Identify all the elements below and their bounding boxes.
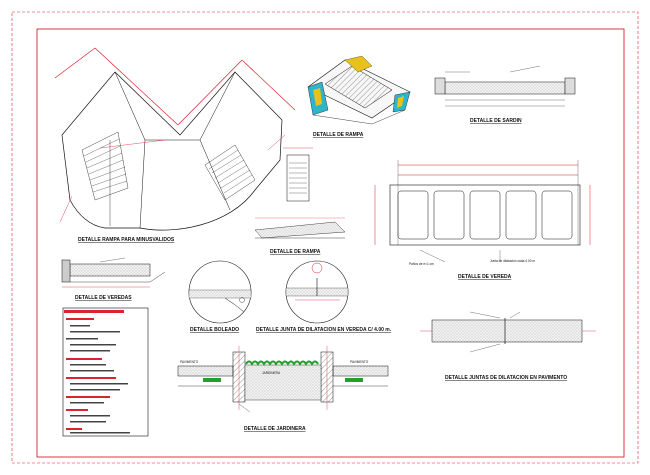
gutter-detail: [434, 65, 576, 107]
ramp-stairs-right: [204, 144, 256, 201]
title-sidewalk: DETALLE DE VEREDA: [458, 274, 512, 280]
outer-border: [11, 11, 639, 464]
bevel-detail: [188, 260, 252, 324]
planter-sub-label: JARDINERA: [262, 371, 281, 375]
title-ramp-plan: DETALLE RAMPA PARA MINUSVALIDOS: [78, 237, 175, 243]
notes-panel: [62, 307, 149, 437]
label-slabs: Paños de e=1 cm: [409, 262, 434, 266]
title-planter: DETALLE DE JARDINERA: [244, 426, 306, 432]
paved-edge-detail: [61, 257, 166, 288]
title-joint: DETALLE JUNTA DE DILATACION EN VEREDA C/…: [256, 327, 392, 333]
ramp-stairs-left: [81, 131, 129, 201]
title-paved-edge: DETALLE DE VEREDAS: [75, 295, 132, 301]
title-gutter: DETALLE DE SARDIN: [470, 118, 522, 124]
ramp-plan: [54, 47, 296, 231]
planter-left-label: PAVIMENTO: [180, 360, 199, 364]
joint-detail: [285, 260, 349, 324]
grass-strip: [245, 360, 319, 366]
title-ramp-3d: DETALLE DE RAMPA: [313, 132, 364, 138]
planter-right-label: PAVIMENTO: [350, 360, 369, 364]
sidewalk-elevation: [374, 160, 591, 263]
inner-border: [36, 28, 625, 458]
title-pavement-joint: DETALLE JUNTAS DE DILATACION EN PAVIMENT…: [445, 375, 567, 381]
title-bevel: DETALLE BOLEADO: [190, 327, 239, 333]
label-sidewalk-joint: Junta de dilatación cada 4.00 m: [490, 259, 535, 263]
pavement-joint-detail: [420, 311, 596, 353]
title-ramp-small: DETALLE DE RAMPA: [270, 249, 321, 255]
planter-section: [177, 346, 389, 413]
ramp-3d: [307, 55, 411, 125]
ramp-small: [254, 147, 346, 239]
